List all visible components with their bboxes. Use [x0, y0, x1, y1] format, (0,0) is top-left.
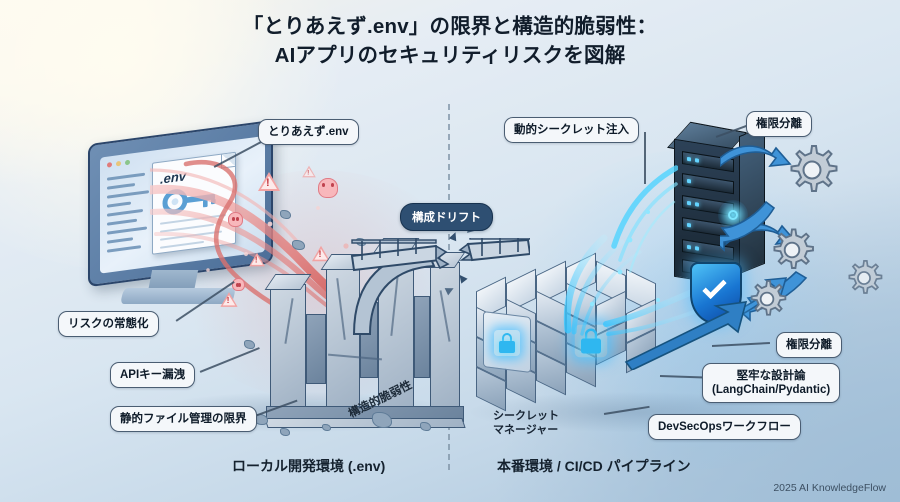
- server-led: [695, 202, 699, 207]
- leader-line: [644, 132, 646, 184]
- lock-body: [581, 338, 601, 354]
- window-dot-yellow: [116, 160, 121, 167]
- spark: [316, 206, 320, 210]
- robust-design-line-1: 堅牢な設計論: [736, 370, 806, 382]
- energy-stream: [628, 200, 676, 274]
- lock-shackle: [502, 333, 512, 343]
- label-privilege-separation-bottom[interactable]: 権限分離: [776, 332, 842, 358]
- bridge-break-edge-right: [458, 242, 474, 261]
- flow-arrow-icon: [720, 145, 792, 168]
- rubble: [322, 424, 331, 431]
- rubble: [244, 340, 255, 349]
- server-led: [695, 158, 699, 163]
- warning-triangle-icon: [302, 165, 316, 178]
- monitor-screen: .env: [100, 135, 265, 274]
- code-line: [107, 245, 141, 253]
- right-environment-caption: 本番環境 / CI/CD パイプライン: [497, 458, 691, 474]
- code-line: [107, 201, 131, 208]
- label-risk-normalization[interactable]: リスクの常態化: [58, 311, 159, 337]
- label-static-file-limits[interactable]: 静的ファイル管理の限界: [110, 406, 257, 432]
- secret-manager-caption: シークレット マネージャー: [493, 409, 559, 437]
- doc-rule: [160, 223, 214, 233]
- bridge-posts: [361, 238, 519, 260]
- doc-rule: [160, 240, 204, 249]
- secret-manager-line-1: シークレット: [493, 410, 559, 422]
- label-dynamic-secret-injection[interactable]: 動的シークレット注入: [504, 117, 639, 143]
- server-led: [695, 246, 699, 251]
- leader-line: [199, 347, 260, 373]
- lock-icon: [494, 330, 520, 356]
- server-led: [687, 222, 691, 228]
- key-icon: [162, 189, 216, 215]
- broken-bridge: [350, 223, 530, 348]
- energy-node: [646, 210, 650, 214]
- monitor-bezel: .env: [88, 119, 273, 288]
- label-devsecops-workflow[interactable]: DevSecOpsワークフロー: [648, 414, 801, 440]
- page-title: 「とりあえず.env」の限界と構造的脆弱性： AIアプリのセキュリティリスクを図…: [0, 12, 900, 70]
- label-robust-design[interactable]: 堅牢な設計論 (LangChain/Pydantic): [702, 363, 841, 403]
- gear-icon: [848, 260, 883, 294]
- wall-block: [270, 284, 306, 412]
- server-led: [687, 244, 691, 250]
- title-line-1: 「とりあえず.env」の限界と構造的脆弱性：: [242, 15, 658, 38]
- env-file-name: .env: [160, 168, 187, 187]
- gear-icon: [790, 145, 838, 192]
- energy-stream: [618, 182, 678, 262]
- server-led: [687, 178, 691, 184]
- bridge-deck-right: [466, 238, 530, 262]
- label-privilege-separation-top[interactable]: 権限分離: [746, 111, 812, 137]
- code-line: [107, 237, 133, 244]
- crumbling-wall: [244, 236, 468, 436]
- rubble: [280, 428, 290, 436]
- rubble: [420, 422, 431, 431]
- wall-base-front: [264, 418, 466, 428]
- watermark: 2025 AI KnowledgeFlow: [773, 482, 886, 494]
- bridge-railing: [351, 239, 437, 244]
- code-line: [107, 226, 147, 235]
- env-file-document: .env: [152, 151, 236, 255]
- secret-manager-line-2: マネージャー: [493, 424, 559, 436]
- energy-stream: [611, 165, 678, 249]
- skull-icon: [318, 178, 338, 198]
- code-line: [107, 218, 137, 226]
- server-led: [687, 200, 691, 206]
- wall-block: [430, 262, 460, 412]
- left-environment-caption: ローカル開発環境 (.env): [232, 458, 386, 474]
- server-led: [687, 156, 691, 162]
- server-core-icon: [728, 210, 738, 220]
- rubble: [372, 412, 392, 428]
- lock-icon: [574, 324, 608, 358]
- bridge-break-edge: [435, 244, 450, 270]
- label-toriaezu-env[interactable]: とりあえず.env: [258, 119, 359, 145]
- robust-design-line-2: (LangChain/Pydantic): [712, 384, 831, 396]
- code-line: [107, 208, 143, 217]
- code-line: [107, 172, 145, 181]
- label-api-key-leak[interactable]: APIキー漏洩: [110, 362, 196, 388]
- window-dot-green: [125, 159, 130, 166]
- gear-icon: [750, 280, 787, 316]
- lock-body: [499, 341, 515, 353]
- code-line: [107, 190, 149, 199]
- energy-node: [627, 237, 633, 243]
- flow-arrow-icon: [720, 200, 776, 252]
- doc-rule: [160, 214, 226, 225]
- window-dot-red: [107, 162, 112, 168]
- flow-arrow-icon: [624, 301, 748, 370]
- gear-icon: [773, 228, 814, 269]
- config-drift-badge[interactable]: 構成ドリフト: [400, 203, 493, 231]
- title-line-2: AIアプリのセキュリティリスクを図解: [274, 44, 626, 67]
- wall-gap: [414, 296, 430, 378]
- code-line: [107, 182, 135, 190]
- wall-gap: [306, 314, 326, 384]
- developer-monitor: .env: [88, 119, 288, 322]
- doc-rule: [160, 230, 222, 241]
- rubble: [292, 240, 305, 250]
